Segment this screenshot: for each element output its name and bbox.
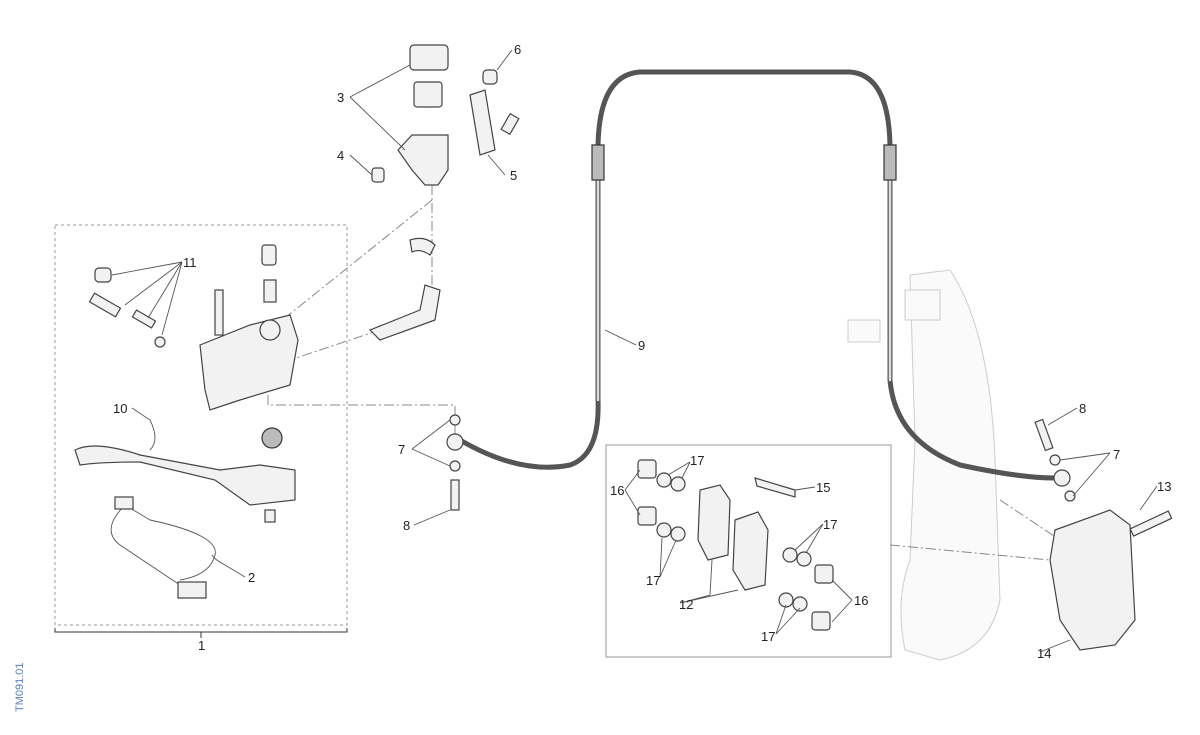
callout-3: 3 — [337, 90, 344, 105]
callout-1: 1 — [198, 638, 205, 653]
callout-4: 4 — [337, 148, 344, 163]
brake-pad-kit — [637, 459, 834, 631]
drawing-code: TM091.01 — [14, 662, 26, 712]
callout-16: 16 — [610, 483, 624, 498]
callout-15: 15 — [816, 480, 830, 495]
callout-9: 9 — [638, 338, 645, 353]
callout-7: 7 — [1113, 447, 1120, 462]
callout-8: 8 — [403, 518, 410, 533]
callout-17: 17 — [646, 573, 660, 588]
callout-17: 17 — [823, 517, 837, 532]
callout-12: 12 — [679, 597, 693, 612]
callout-16: 16 — [854, 593, 868, 608]
callout-6: 6 — [514, 42, 521, 57]
callout-17: 17 — [690, 453, 704, 468]
callout-10: 10 — [113, 401, 127, 416]
master-cylinder-group-box — [54, 224, 348, 626]
callout-14: 14 — [1037, 646, 1051, 661]
callout-2: 2 — [248, 570, 255, 585]
callout-7: 7 — [398, 442, 405, 457]
master-cylinder — [74, 237, 441, 599]
callout-13: 13 — [1157, 479, 1171, 494]
callout-5: 5 — [510, 168, 517, 183]
callout-8: 8 — [1079, 401, 1086, 416]
callout-17: 17 — [761, 629, 775, 644]
leader-lines — [111, 49, 1158, 653]
brake-caliper — [1049, 509, 1136, 651]
banjo-fittings — [446, 414, 1173, 537]
group-bracket — [54, 628, 348, 638]
brake-pad-kit-box — [605, 444, 892, 658]
reservoir-assembly — [371, 44, 520, 186]
callout-11: 11 — [183, 255, 197, 270]
fork-background — [847, 269, 1001, 661]
